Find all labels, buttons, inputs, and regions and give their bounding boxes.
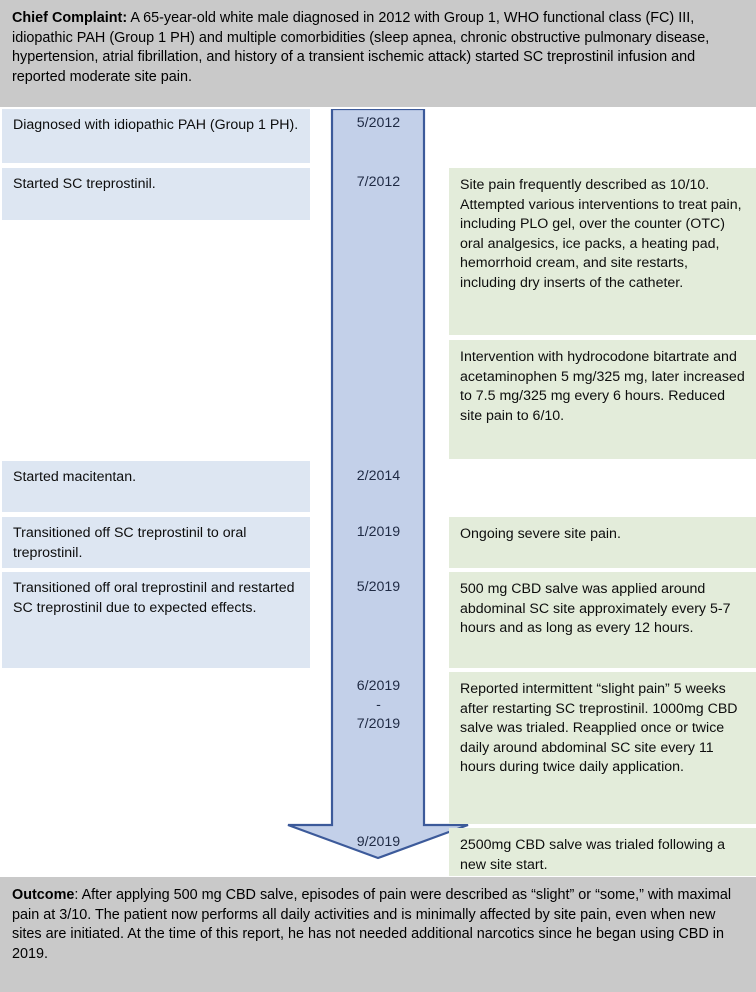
outcome-panel: Outcome: After applying 500 mg CBD salve… <box>0 877 756 992</box>
outcome-text: : After applying 500 mg CBD salve, episo… <box>12 887 732 962</box>
date-label: 2/2014 <box>356 468 401 484</box>
event-box: Transitioned off SC treprostinil to oral… <box>2 517 310 568</box>
note-box: 500 mg CBD salve was applied around abdo… <box>449 572 756 668</box>
chief-complaint-label: Chief Complaint: <box>12 10 128 26</box>
chief-complaint-text: A 65-year-old white male diagnosed in 20… <box>12 10 710 85</box>
date-label: 5/2019 <box>356 579 401 595</box>
date-range-dash: - <box>376 697 381 713</box>
event-box: Diagnosed with idiopathic PAH (Group 1 P… <box>2 109 310 163</box>
note-box: Ongoing severe site pain. <box>449 517 756 568</box>
note-box: Reported intermittent “slight pain” 5 we… <box>449 672 756 824</box>
note-box: 2500mg CBD salve was trialed following a… <box>449 828 756 876</box>
event-box: Started SC treprostinil. <box>2 168 310 220</box>
date-label: 7/2012 <box>356 174 401 190</box>
note-box: Intervention with hydrocodone bitartrate… <box>449 340 756 459</box>
outcome-label: Outcome <box>12 887 75 903</box>
date-label: 5/2012 <box>356 115 401 131</box>
event-box: Transitioned off oral treprostinil and r… <box>2 572 310 668</box>
date-label: 6/2019 <box>356 678 401 694</box>
date-label: 7/2019 <box>356 716 401 732</box>
date-label: 1/2019 <box>356 524 401 540</box>
event-box: Started macitentan. <box>2 461 310 512</box>
note-box: Site pain frequently described as 10/10.… <box>449 168 756 335</box>
date-label: 9/2019 <box>356 834 401 850</box>
chief-complaint-panel: Chief Complaint: A 65-year-old white mal… <box>0 0 756 107</box>
